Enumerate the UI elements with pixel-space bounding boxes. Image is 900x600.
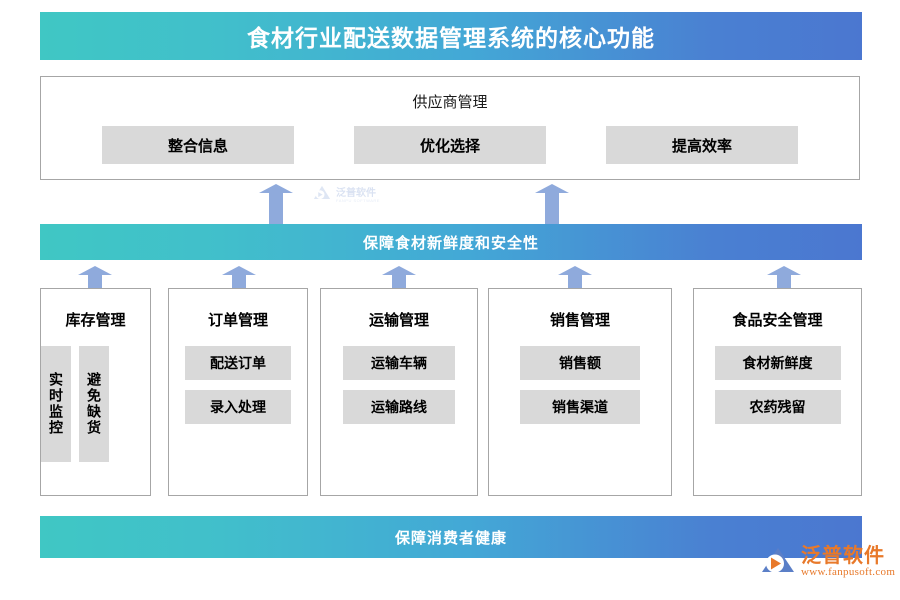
module-column-transport[interactable]: 运输管理 运输车辆 运输路线 <box>320 288 478 496</box>
module-column-inventory[interactable]: 库存管理 实时监控 避免缺货 <box>40 288 151 496</box>
arrow-up-supplier-right <box>535 184 569 224</box>
module-column-food-safety[interactable]: 食品安全管理 食材新鲜度 农药残留 <box>693 288 862 496</box>
mid-banner-freshness-safety: 保障食材新鲜度和安全性 <box>40 224 862 260</box>
module-items-transport: 运输车辆 运输路线 <box>321 346 477 424</box>
module-title-transport: 运输管理 <box>368 312 429 329</box>
center-watermark-text: 泛普软件 FANPU SOFTWARE <box>336 189 380 203</box>
supplier-management-panel: 供应商管理 整合信息 优化选择 提高效率 <box>40 76 860 180</box>
module-item-transport-route[interactable]: 运输路线 <box>343 390 455 424</box>
arrow-up-supplier-left <box>259 184 293 224</box>
module-title-order: 订单管理 <box>207 312 268 329</box>
module-items-food-safety: 食材新鲜度 农药残留 <box>694 346 861 424</box>
module-title-food-safety: 食品安全管理 <box>732 312 823 329</box>
fanpu-logo-icon <box>312 184 332 209</box>
module-item-transport-vehicle[interactable]: 运输车辆 <box>343 346 455 380</box>
module-items-sales: 销售额 销售渠道 <box>489 346 671 424</box>
supplier-item-integrate-info[interactable]: 整合信息 <box>102 126 294 164</box>
module-items-inventory: 实时监控 避免缺货 <box>41 346 150 462</box>
module-items-order: 配送订单 录入处理 <box>169 346 307 424</box>
module-item-sales-channel[interactable]: 销售渠道 <box>520 390 640 424</box>
module-item-food-freshness[interactable]: 食材新鲜度 <box>714 346 841 380</box>
module-column-order[interactable]: 订单管理 配送订单 录入处理 <box>168 288 308 496</box>
center-watermark: 泛普软件 FANPU SOFTWARE <box>312 183 402 209</box>
page-title: 食材行业配送数据管理系统的核心功能 <box>40 12 862 60</box>
module-item-avoid-stockout[interactable]: 避免缺货 <box>79 346 109 462</box>
bottom-banner-consumer-health: 保障消费者健康 <box>40 516 862 558</box>
center-watermark-sub: FANPU SOFTWARE <box>336 198 380 203</box>
module-item-sales-amount[interactable]: 销售额 <box>520 346 640 380</box>
supplier-management-title: 供应商管理 <box>412 94 488 111</box>
module-item-entry-processing[interactable]: 录入处理 <box>185 390 291 424</box>
module-item-delivery-order[interactable]: 配送订单 <box>185 346 291 380</box>
module-item-pesticide-residue[interactable]: 农药残留 <box>714 390 841 424</box>
module-title-inventory: 库存管理 <box>65 312 126 329</box>
module-title-sales: 销售管理 <box>549 312 610 329</box>
supplier-item-optimize-selection[interactable]: 优化选择 <box>354 126 546 164</box>
module-item-realtime-monitoring[interactable]: 实时监控 <box>41 346 71 462</box>
center-watermark-name: 泛普软件 <box>336 188 376 199</box>
supplier-item-improve-efficiency[interactable]: 提高效率 <box>606 126 798 164</box>
supplier-management-items: 整合信息 优化选择 提高效率 <box>41 126 859 164</box>
module-column-sales[interactable]: 销售管理 销售额 销售渠道 <box>488 288 672 496</box>
brand-logo-url: www.fanpusoft.com <box>801 566 896 578</box>
